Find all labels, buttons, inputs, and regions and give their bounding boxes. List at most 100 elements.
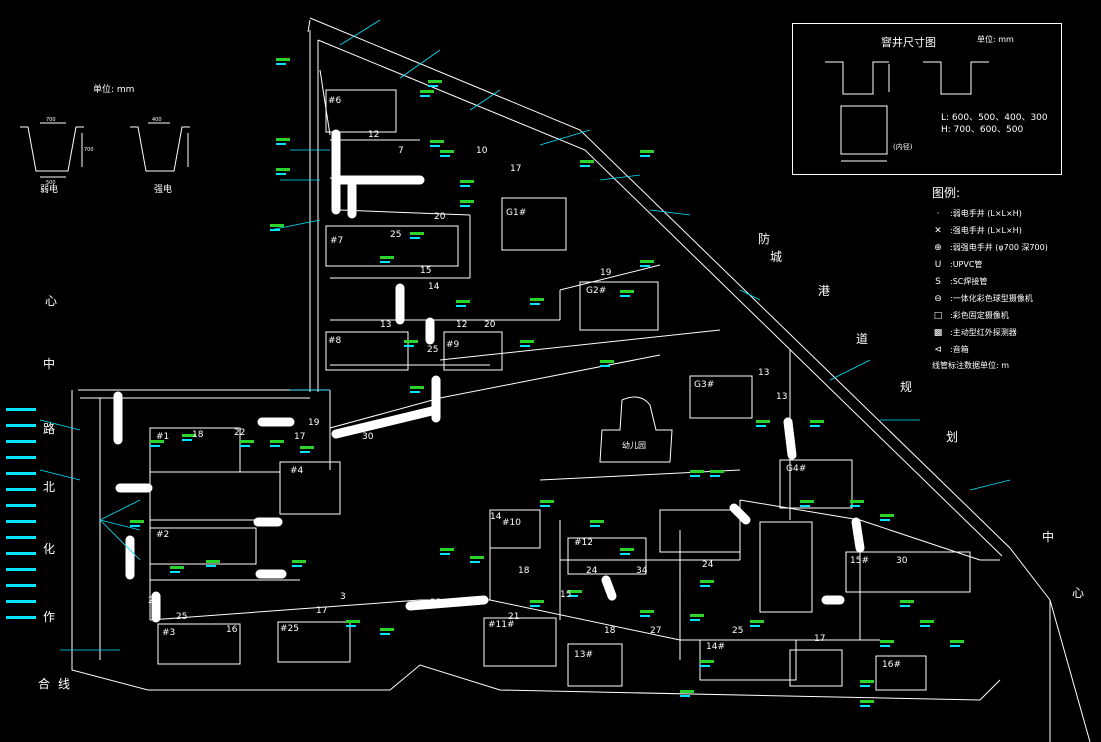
spec-annotation — [6, 584, 36, 587]
conduit-line — [739, 499, 861, 521]
spec-annotation — [640, 260, 654, 263]
leader-line — [399, 49, 441, 79]
spec-annotation — [700, 580, 714, 583]
building-outline — [325, 331, 409, 371]
kindergarten-label: 幼儿园 — [622, 441, 646, 450]
spec-annotation — [690, 614, 704, 617]
building-outline — [789, 649, 843, 687]
road-char: 心 — [45, 294, 58, 308]
trench-segment — [601, 575, 617, 601]
legend-item: ▩:主动型红外探测器 — [932, 324, 1092, 341]
spec-annotation — [850, 505, 860, 507]
spec-annotation — [182, 434, 196, 437]
spec-annotation — [6, 440, 36, 443]
spec-annotation — [170, 566, 184, 569]
spec-annotation — [860, 705, 870, 707]
building-outline — [779, 459, 853, 509]
dome-camera-icon: ⊖ — [934, 293, 942, 304]
building-label: #25 — [280, 624, 299, 634]
spec-annotation — [276, 58, 290, 61]
spec-annotation — [206, 560, 220, 563]
legend-heading: 图例: — [932, 186, 961, 200]
road-char: 合 — [38, 677, 51, 691]
spec-annotation — [430, 145, 440, 147]
conduit-line — [339, 209, 471, 216]
building-outline — [659, 509, 741, 553]
segment-length: 17 — [814, 634, 826, 644]
spec-annotation — [680, 690, 694, 693]
trench-unit: 单位: mm — [93, 85, 135, 95]
building-outline — [325, 225, 459, 267]
segment-length: 25 — [732, 626, 744, 636]
manhole-dimension-box: 窨井尺寸图 单位: mm L: 600、500、400、300 H: 700、6… — [792, 23, 1062, 175]
legend-text: :UPVC管 — [950, 260, 983, 269]
leader-line — [99, 519, 141, 561]
spec-annotation — [170, 571, 180, 573]
spec-annotation — [440, 150, 454, 153]
spec-annotation — [420, 90, 434, 93]
segment-length: 17 — [294, 432, 306, 442]
legend: 图例: ·:弱电手井 (L×L×H) ✕:强电手井 (L×L×H) ⊕:弱强电手… — [932, 184, 1092, 371]
legend-text: :SC焊接管 — [950, 277, 988, 286]
spec-annotation — [600, 365, 610, 367]
spec-annotation — [6, 456, 36, 459]
legend-item: ⊲:音箱 — [932, 341, 1092, 358]
spec-annotation — [620, 548, 634, 551]
road-char: 城 — [770, 250, 783, 264]
building-label: G3# — [694, 380, 715, 390]
legend-item: ⊖:一体化彩色球型摄像机 — [932, 290, 1092, 307]
segment-length: 25 — [427, 345, 439, 355]
building-outline — [443, 331, 503, 371]
leader-line — [599, 174, 641, 181]
spec-annotation — [640, 150, 654, 153]
road-char: 北 — [43, 480, 56, 494]
strong-handhole-icon: ✕ — [934, 225, 942, 236]
leader-line — [99, 499, 141, 521]
spec-annotation — [600, 360, 614, 363]
spec-annotation — [182, 439, 192, 441]
legend-footnote: 线管标注数据单位: m — [932, 361, 1010, 370]
building-outline — [277, 621, 351, 663]
leader-line — [649, 209, 691, 216]
building-label: #9 — [446, 340, 460, 350]
spec-annotation — [810, 420, 824, 423]
spec-annotation — [410, 386, 424, 389]
spec-annotation — [470, 556, 484, 559]
spec-annotation — [206, 565, 216, 567]
building-label: 14# — [706, 642, 725, 652]
spec-annotation — [540, 505, 550, 507]
spec-annotation — [240, 440, 254, 443]
segment-length: 7 — [398, 146, 404, 156]
spec-annotation — [6, 488, 36, 491]
spec-annotation — [700, 585, 710, 587]
legend-text: :强电手井 (L×L×H) — [950, 226, 1022, 235]
trench-top-width: 700 — [46, 117, 56, 123]
trench-segment — [405, 595, 489, 611]
segment-length: 15 — [560, 590, 572, 600]
road-char: 线 — [58, 677, 71, 691]
road-char: 中 — [43, 357, 56, 371]
ir-detector-icon: ▩ — [933, 327, 943, 338]
segment-length: 10 — [476, 146, 488, 156]
building-label: #10 — [502, 518, 521, 528]
round-handhole-icon: ⊕ — [934, 242, 942, 253]
legend-text: :弱电手井 (L×L×H) — [950, 209, 1022, 218]
road-char: 规 — [900, 380, 913, 394]
trench-top-width-2: 400 — [152, 117, 162, 123]
spec-annotation — [130, 520, 144, 523]
building-label: #11# — [488, 620, 515, 630]
spec-annotation — [150, 440, 164, 443]
spec-annotation — [568, 590, 582, 593]
spec-annotation — [590, 525, 600, 527]
segment-length: 13 — [380, 320, 392, 330]
spec-annotation — [276, 173, 286, 175]
dim-l-text: L: 600、500、400、300 — [941, 113, 1048, 123]
leader-line — [99, 519, 141, 531]
spec-annotation — [404, 340, 418, 343]
spec-annotation — [810, 425, 820, 427]
road-char: 化 — [43, 542, 56, 556]
spec-annotation — [300, 446, 314, 449]
spec-annotation — [276, 143, 286, 145]
building-label: 13# — [574, 650, 593, 660]
segment-length: 18 — [604, 626, 616, 636]
